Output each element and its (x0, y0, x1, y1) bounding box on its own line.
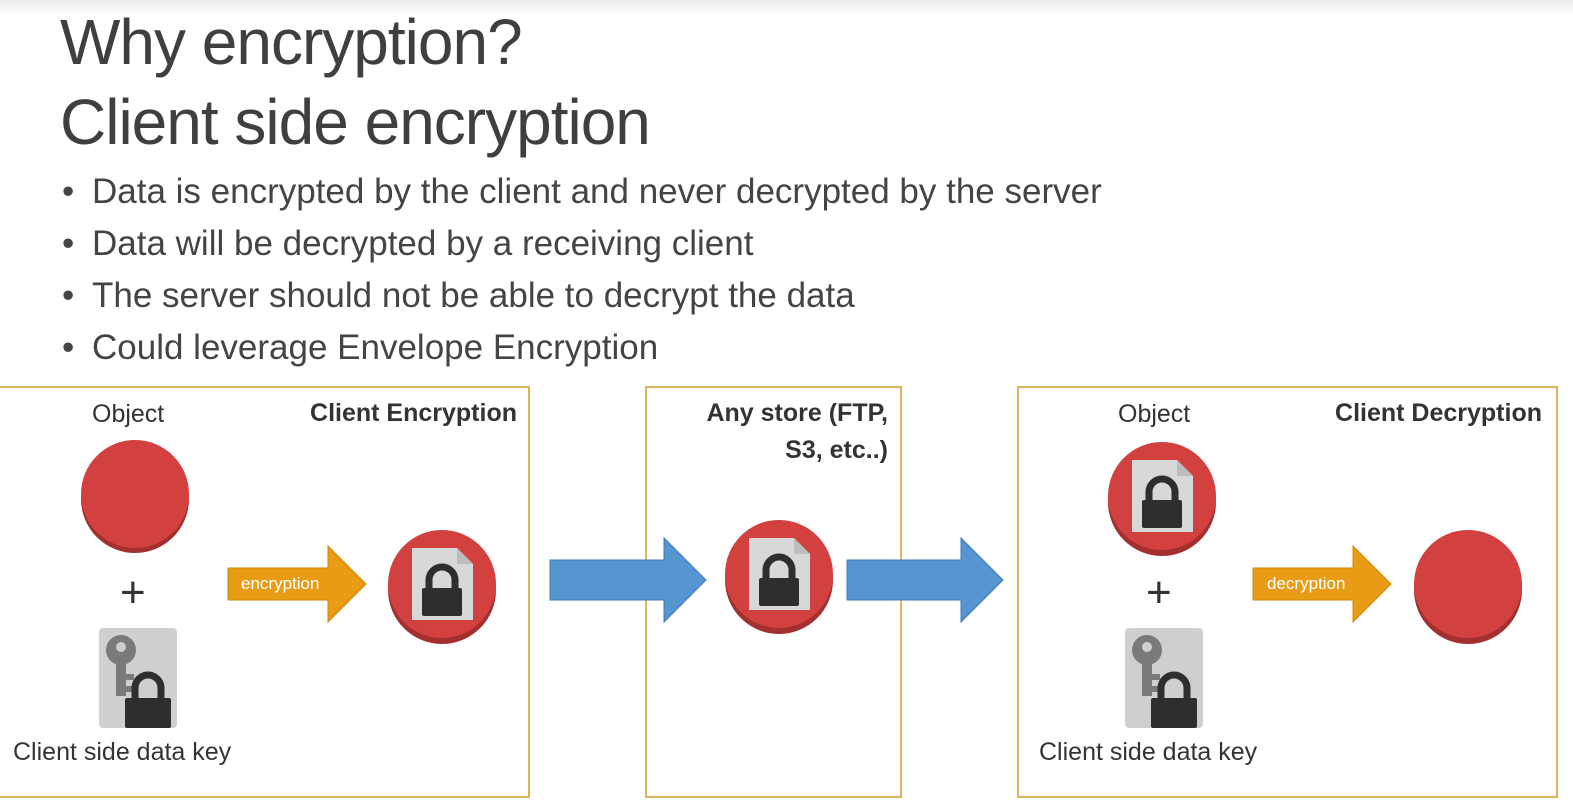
decryption-arrow-label: decryption (1267, 574, 1346, 593)
slide-subtitle: Client side encryption (60, 86, 651, 158)
data-key-icon (1125, 628, 1203, 728)
arrow-right-icon (846, 536, 1004, 624)
object-label: Object (1118, 400, 1191, 428)
bullet-item: • Could leverage Envelope Encryption (60, 322, 1102, 374)
bullet-item: • Data is encrypted by the client and nev… (60, 166, 1102, 218)
bullet-text: Data is encrypted by the client and neve… (92, 172, 1102, 211)
decrypted-object-icon (1414, 530, 1522, 644)
bullet-item: • Data will be decrypted by a receiving c… (60, 218, 1102, 270)
store-heading-line1: Any store (FTP, (706, 399, 888, 427)
slide-title: Why encryption? (60, 6, 523, 78)
plus-sign: + (1146, 568, 1172, 617)
client-decryption-heading: Client Decryption (1335, 399, 1542, 427)
bullet-list: • Data is encrypted by the client and nev… (60, 166, 1102, 374)
bullet-glyph: • (62, 172, 75, 211)
bullet-glyph: • (62, 276, 75, 315)
object-label: Object (92, 400, 165, 428)
client-encryption-box (0, 386, 530, 798)
client-decryption-box (1017, 386, 1558, 798)
data-key-icon (99, 628, 177, 728)
store-heading-line2: S3, etc..) (785, 436, 888, 464)
data-key-label: Client side data key (1039, 738, 1258, 766)
bullet-text: Could leverage Envelope Encryption (92, 328, 659, 367)
object-icon (81, 440, 189, 553)
stored-encrypted-object-icon (725, 520, 833, 634)
encryption-arrow-icon (227, 544, 367, 624)
encrypted-object-icon (1108, 442, 1216, 556)
bullet-text: Data will be decrypted by a receiving cl… (92, 224, 754, 263)
encryption-arrow-label: encryption (241, 574, 320, 593)
client-encryption-heading: Client Encryption (310, 399, 517, 427)
top-shade (0, 0, 1573, 14)
decryption-arrow-icon (1252, 544, 1392, 624)
arrow-right-icon (549, 536, 707, 624)
data-key-label: Client side data key (13, 738, 232, 766)
bullet-text: The server should not be able to decrypt… (92, 276, 855, 315)
bullet-glyph: • (62, 224, 75, 263)
bullet-item: • The server should not be able to decryp… (60, 270, 1102, 322)
bullet-glyph: • (62, 328, 75, 367)
plus-sign: + (120, 568, 146, 617)
encrypted-object-icon (388, 530, 496, 644)
